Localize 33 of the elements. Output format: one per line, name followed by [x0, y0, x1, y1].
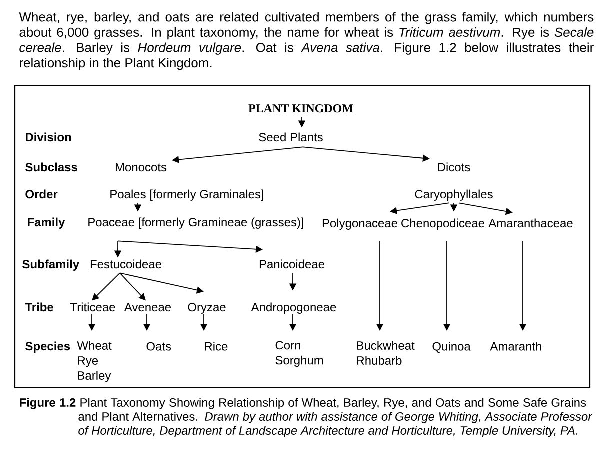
figure-caption: Figure 1.2 Plant Taxonomy Showing Relationship of Wheat, Barley, Rye, and Oats and Some Safe Grains and Plant Alternatives. Drawn by author with assistance of George Whiting, Associate Professor of Horticulture, Department of Landscape Architecture and Horticulture, Temple University, PA. — [20, 398, 593, 438]
rank-label: Division — [26, 132, 72, 142]
species-label: Amaranth — [490, 342, 542, 351]
taxon-label: Aveneae — [124, 303, 172, 312]
taxon-label: Polygonaceae — [322, 218, 398, 230]
taxon-label: Amaranthaceae — [488, 218, 573, 228]
species-label: Rice — [205, 342, 228, 351]
taxon-label: Panicoideae — [260, 260, 324, 269]
taxon-label: Caryophyllales — [415, 190, 493, 201]
intro-paragraph: Wheat, rye, barley, and oats are related cultivated members of the grass family, which numbers about 6,000 grasses. In plant taxonomy, the name for wheat is Triticum aestivum. Rye is Secale cereale. Barley is Hordeum vulgare. Oat is Avena sativa. Figure 1.2 below illustrates their relationship in the Plant Kingdom. — [19, 12, 594, 70]
taxon-label: Oryzae — [188, 303, 226, 314]
species-label: Quinoa — [432, 342, 471, 353]
rank-label: Order — [26, 190, 58, 199]
species-label: Oats — [146, 342, 172, 351]
species-label: Buckwheat Rhubarb — [357, 341, 415, 365]
rank-label: Family — [28, 218, 66, 229]
taxon-label: Festucoideae — [90, 260, 162, 269]
taxon-label: Triticeae — [70, 302, 116, 312]
tree-root-label: PLANT KINGDOM — [248, 104, 354, 113]
species-label: Corn Sorghum — [276, 341, 324, 368]
taxon-label: Chenopodiceae — [402, 218, 484, 230]
arrow — [92, 272, 120, 301]
taxon-label: Andropogoneae — [251, 302, 336, 314]
taxon-label: Poales [formerly Graminales] — [110, 190, 264, 201]
taxon-label: Monocots — [116, 163, 167, 172]
rank-label: Tribe — [25, 302, 54, 312]
rank-label: Species — [26, 342, 70, 353]
taxon-label: Seed Plants — [259, 132, 323, 142]
rank-label: Subclass — [26, 162, 78, 172]
rank-label: Subfamily — [22, 260, 80, 271]
taxon-label: Dicots — [438, 162, 470, 172]
taxon-label: Poaceae [formerly Gramineae (grasses)] — [88, 218, 304, 229]
species-label: Wheat Rye Barley — [77, 341, 112, 382]
